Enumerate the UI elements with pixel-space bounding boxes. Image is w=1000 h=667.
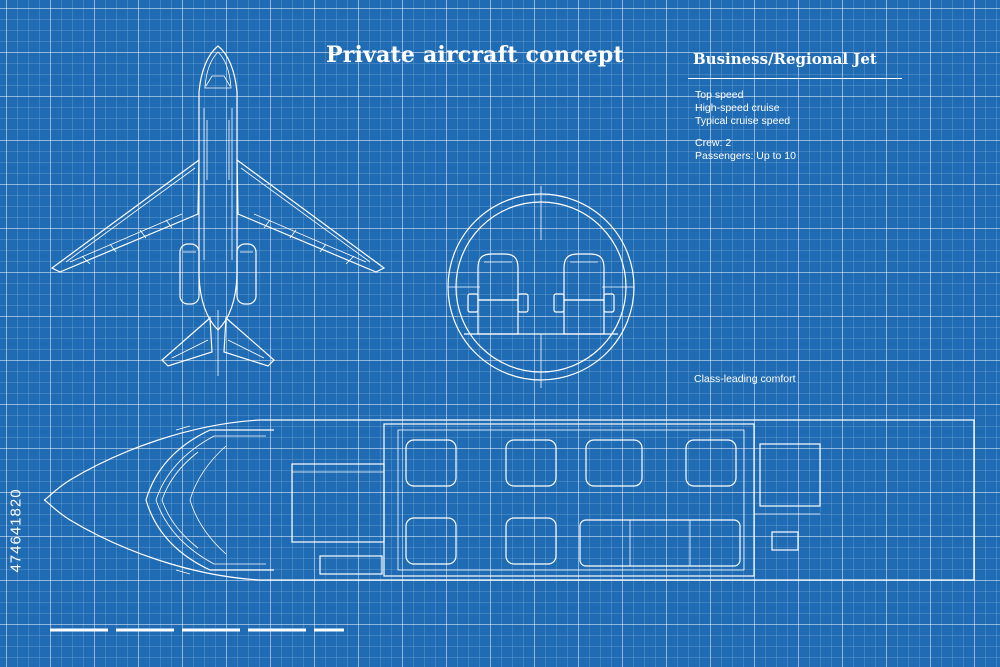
fuselage-cross-section <box>447 186 635 388</box>
spec-crew: Crew: 2 <box>695 137 732 149</box>
cabin-layout-plan <box>43 419 975 581</box>
aircraft-top-view <box>50 45 386 376</box>
spec-list: Top speed High-speed cruise Typical crui… <box>695 89 796 163</box>
subtitle: Business/Regional Jet <box>693 50 877 68</box>
subtitle-underline <box>688 78 902 79</box>
spec-high-speed-cruise: High-speed cruise <box>695 102 780 114</box>
page-title: Private aircraft concept <box>326 42 624 68</box>
comfort-caption: Class-leading comfort <box>694 373 796 385</box>
spec-top-speed: Top speed <box>695 89 744 101</box>
spec-typical-cruise: Typical cruise speed <box>695 115 791 127</box>
spec-passengers: Passengers: Up to 10 <box>695 150 796 162</box>
